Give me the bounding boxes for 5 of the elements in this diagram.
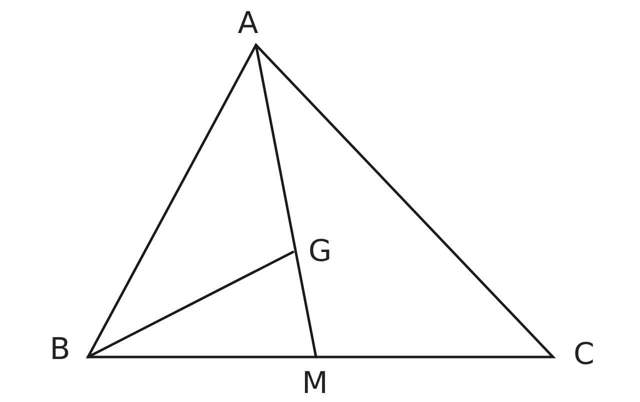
point-label: B (50, 335, 70, 365)
point-label: M (302, 369, 328, 399)
point-label: A (238, 9, 258, 39)
point-label: G (308, 237, 332, 267)
point-label: C (574, 340, 594, 370)
